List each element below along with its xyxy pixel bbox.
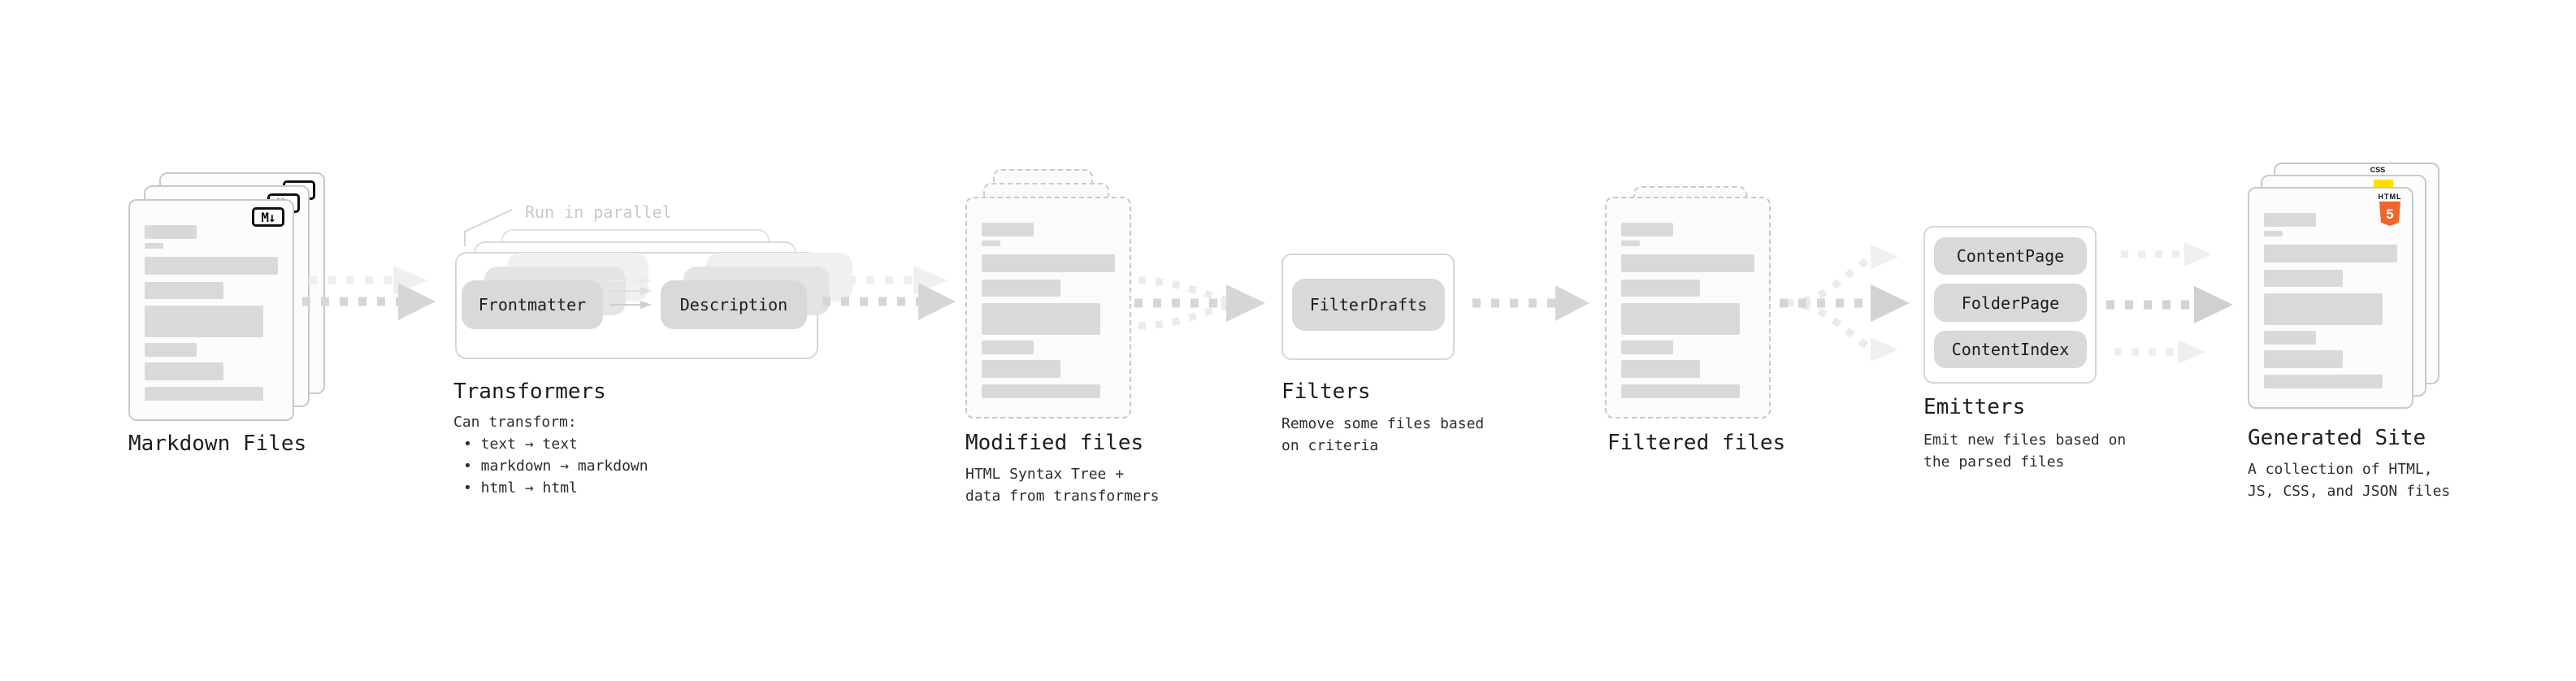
transformers-desc-heading: Can transform: [453, 414, 577, 431]
javascript-icon [2374, 180, 2393, 189]
flow-arrow-emitters-to-generated [2106, 242, 2233, 364]
text-placeholder-bar [1621, 360, 1700, 378]
markdown-files-stack: M↓ M↓ M↓ [128, 172, 325, 422]
emitters-desc-line2: the parsed files [1923, 453, 2065, 471]
emitters-title: Emitters [1923, 395, 2026, 419]
markdown-icon: M↓ [252, 207, 284, 227]
text-placeholder-bar [145, 362, 223, 380]
flow-arrow-filters-to-filtered [1472, 285, 1589, 321]
text-placeholder-bar [2264, 293, 2383, 325]
generated-site-stack: CSS HTML 5 [2248, 163, 2443, 411]
generated-site-desc-line2: JS, CSS, and JSON files [2248, 483, 2451, 500]
run-in-parallel-note: Run in parallel [525, 202, 672, 222]
text-placeholder-bar [1621, 340, 1673, 354]
flow-arrow-modified-to-filters [1134, 276, 1265, 330]
text-placeholder-bar [145, 306, 263, 337]
text-placeholder-bar [2264, 350, 2343, 368]
frontmatter-pill: Frontmatter [462, 280, 603, 329]
text-placeholder-bar [2264, 331, 2316, 345]
text-placeholder-bar [145, 257, 278, 275]
flow-arrow-markdown-to-transformers [302, 266, 436, 320]
transformers-title: Transformers [453, 380, 606, 404]
text-placeholder-bar [1621, 384, 1740, 398]
svg-text:5: 5 [2386, 206, 2393, 222]
text-placeholder-bar [145, 343, 197, 357]
html5-label: HTML [2378, 193, 2402, 201]
flow-arrow-filtered-to-emitters [1780, 245, 1910, 362]
markdown-doc-front: M↓ [128, 199, 294, 421]
text-placeholder-bar [145, 282, 223, 299]
text-placeholder-bar [982, 254, 1115, 272]
html5-shield: 5 [2379, 202, 2400, 226]
text-placeholder-bar [982, 384, 1100, 398]
text-placeholder-bar [145, 225, 197, 239]
emitters-desc-line1: Emit new files based on [1923, 432, 2127, 449]
filtered-files-stack [1599, 176, 1778, 419]
modified-files-desc-line1: HTML Syntax Tree + [965, 466, 1125, 483]
modified-doc-front [965, 197, 1131, 419]
run-in-parallel-leader-line [464, 209, 513, 246]
text-placeholder-bar [1621, 241, 1640, 246]
text-placeholder-bar [982, 223, 1034, 236]
text-placeholder-bar [1621, 280, 1700, 297]
description-pill: Description [661, 280, 807, 329]
markdown-files-title: Markdown Files [128, 432, 307, 456]
text-placeholder-bar [1621, 254, 1754, 272]
transformers-bullet: • markdown → markdown [463, 458, 648, 475]
filtered-files-title: Filtered files [1607, 431, 1786, 455]
text-placeholder-bar [2264, 245, 2397, 262]
text-placeholder-bar [1621, 223, 1673, 236]
text-placeholder-bar [2264, 213, 2316, 227]
folderpage-pill: FolderPage [1934, 284, 2087, 322]
text-placeholder-bar [145, 243, 163, 249]
contentpage-pill: ContentPage [1934, 237, 2087, 275]
text-placeholder-bar [2264, 375, 2383, 388]
text-placeholder-bar [1621, 303, 1740, 335]
pill-link-arrows [609, 276, 652, 309]
modified-files-title: Modified files [965, 431, 1144, 455]
filters-title: Filters [1281, 380, 1371, 404]
filters-desc-line1: Remove some files based [1281, 415, 1485, 432]
text-placeholder-bar [982, 340, 1034, 354]
contentindex-pill: ContentIndex [1934, 331, 2087, 368]
transformers-bullet: • text → text [463, 436, 578, 453]
text-placeholder-bar [982, 280, 1060, 297]
flow-arrow-transformers-to-modified [822, 266, 956, 320]
text-placeholder-bar [982, 241, 1000, 246]
text-placeholder-bar [982, 360, 1060, 378]
generated-doc-html: HTML 5 [2248, 187, 2413, 409]
filtered-doc-front [1605, 197, 1771, 419]
modified-files-desc-line2: data from transformers [965, 488, 1160, 505]
html5-icon: HTML 5 [2378, 193, 2402, 230]
text-placeholder-bar [2264, 231, 2283, 236]
modified-files-stack [959, 167, 1146, 423]
filterdrafts-pill: FilterDrafts [1292, 279, 1445, 331]
transformers-bullet: • html → html [463, 479, 578, 497]
text-placeholder-bar [2264, 270, 2343, 287]
generated-site-title: Generated Site [2248, 426, 2426, 450]
filters-desc-line2: on criteria [1281, 437, 1379, 454]
text-placeholder-bar [145, 387, 263, 401]
css-badge-label: CSS [2370, 166, 2386, 174]
generated-site-desc-line1: A collection of HTML, [2248, 461, 2433, 478]
text-placeholder-bar [982, 303, 1100, 335]
